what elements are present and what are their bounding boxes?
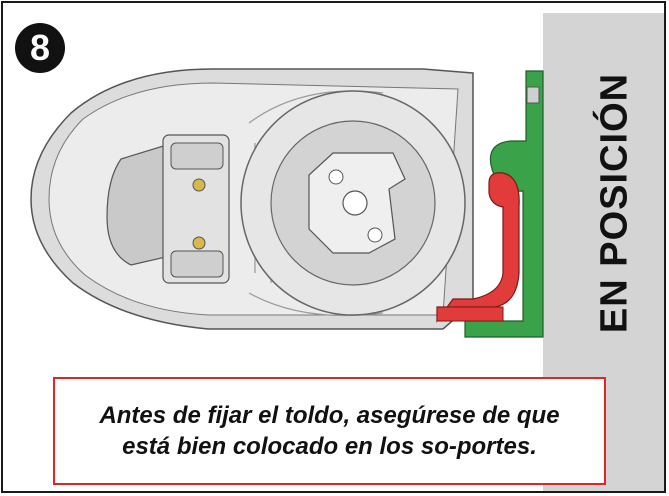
- step-number-badge: 8: [15, 23, 65, 73]
- screw-lower: [192, 236, 206, 250]
- arm-hinge-top: [170, 142, 224, 170]
- arm-hinge: [162, 134, 230, 284]
- axle-center: [342, 190, 368, 216]
- awning-cross-section-illustration: [30, 68, 544, 338]
- instruction-caption-box: Antes de fijar el toldo, asegúrese de qu…: [53, 377, 606, 485]
- red-support-base: [436, 306, 504, 322]
- cap-screw-1: [328, 169, 344, 185]
- instruction-caption-text: Antes de fijar el toldo, asegúrese de qu…: [99, 402, 560, 460]
- wall-plate-screw: [526, 86, 540, 104]
- red-support-profile: [436, 172, 520, 323]
- screw-upper: [192, 178, 206, 192]
- green-support-bracket: [464, 70, 544, 338]
- side-title-en-posicion: EN POSICIÓN: [593, 72, 636, 334]
- cap-screw-2: [367, 227, 383, 243]
- arm-hinge-bottom: [170, 250, 224, 278]
